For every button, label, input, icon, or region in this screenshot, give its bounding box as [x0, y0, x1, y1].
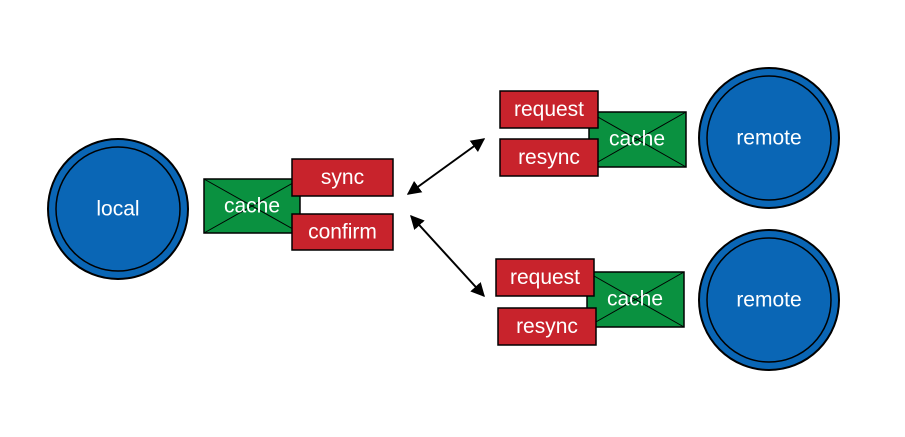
remote-2-node-inner-ring [706, 237, 832, 363]
remote-2-node-outer-ring [698, 229, 840, 371]
local-cache-cross-b [203, 178, 301, 234]
remote-1-node-inner-ring [706, 75, 832, 201]
remote-1-cache-label: cache [609, 128, 665, 151]
remote-2-message-resync: resync [497, 307, 597, 346]
remote-2-message-resync-box [497, 307, 597, 346]
remote-1-message-resync-box [499, 138, 599, 177]
local-message-confirm-label: confirm [308, 221, 377, 244]
remote-2-message-resync-label: resync [516, 315, 578, 338]
remote-1-message-resync: resync [499, 138, 599, 177]
remote-2-message-request: request [495, 258, 595, 297]
local-message-sync: sync [291, 158, 394, 197]
remote-1-node-outer-ring [698, 67, 840, 209]
local-cache: cache [203, 178, 301, 234]
local-message-confirm: confirm [291, 213, 394, 251]
remote-2-node: remote [698, 229, 840, 371]
remote-2-node-label: remote [736, 289, 801, 312]
bidirectional-arrow-icon [410, 214, 485, 298]
local-node: local [47, 138, 189, 280]
remote-2-cache-cross-b [586, 271, 685, 328]
local-message-sync-box [291, 158, 394, 197]
remote-1-node: remote [698, 67, 840, 209]
local-message-sync-label: sync [321, 166, 364, 189]
remote-1-cache: cache [588, 111, 687, 168]
remote-1-message-request-label: request [514, 98, 584, 121]
remote-2-message-request-label: request [510, 266, 580, 289]
remote-1-message-resync-label: resync [518, 146, 580, 169]
local-message-confirm-box [291, 213, 394, 251]
local-node-outer-ring [47, 138, 189, 280]
bidirectional-arrow-icon [406, 138, 486, 195]
remote-2-cache: cache [586, 271, 685, 328]
remote-2-cache-label: cache [607, 288, 663, 311]
remote-2-message-request-box [495, 258, 595, 297]
local-cache-label: cache [224, 195, 280, 218]
remote-1-message-request: request [499, 90, 599, 129]
local-node-label: local [96, 198, 139, 221]
remote-1-message-request-box [499, 90, 599, 129]
remote-1-node-label: remote [736, 127, 801, 150]
local-node-inner-ring [55, 146, 181, 272]
remote-1-cache-cross-b [588, 111, 687, 168]
